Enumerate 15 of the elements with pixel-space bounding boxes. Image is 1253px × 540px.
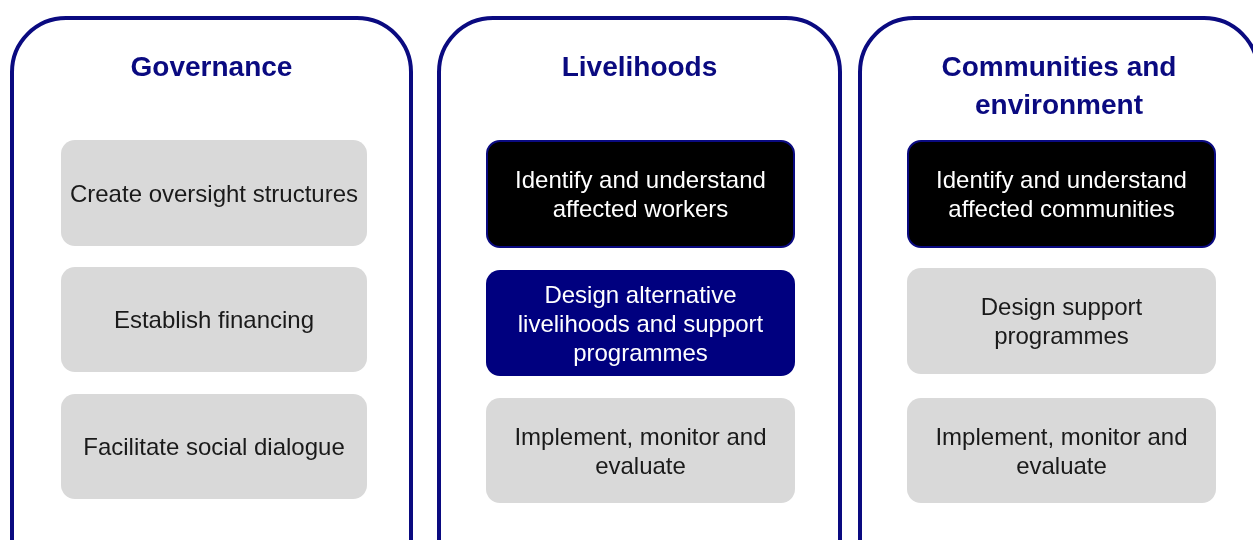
category-panel — [858, 16, 1253, 540]
step-box: Implement, monitor and evaluate — [486, 398, 795, 503]
step-box: Design alternative livelihoods and support programmes — [486, 270, 795, 376]
step-box: Design support programmes — [907, 268, 1216, 374]
category-panel — [10, 16, 413, 540]
step-box: Identify and understand affected communities — [907, 140, 1216, 248]
step-box: Implement, monitor and evaluate — [907, 398, 1216, 503]
category-panel — [437, 16, 842, 540]
step-box: Create oversight structures — [61, 140, 367, 246]
step-box: Facilitate social dialogue — [61, 394, 367, 499]
panel-title: Livelihoods — [560, 50, 719, 84]
panel-title: Governance — [129, 50, 294, 84]
step-box: Identify and understand affected workers — [486, 140, 795, 248]
step-box: Establish financing — [61, 267, 367, 372]
panel-title: Communities and environment — [940, 50, 1178, 122]
